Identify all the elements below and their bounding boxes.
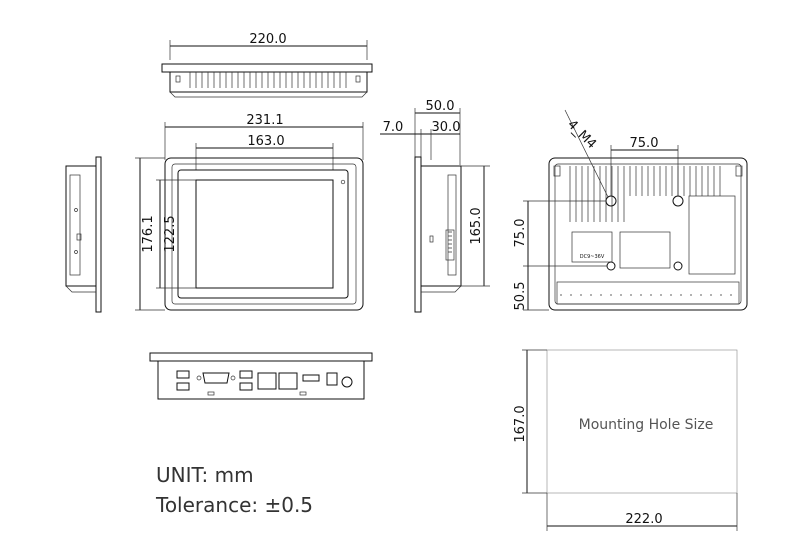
side-body-depth-label: 30.0 <box>432 120 461 135</box>
front-view: 231.1 163.0 176.1 122.5 <box>135 113 364 311</box>
top-view: 220.0 <box>161 32 373 98</box>
right-view-bezel <box>414 156 422 313</box>
front-outer-width-label: 231.1 <box>246 113 283 128</box>
mount-hole-4 <box>673 261 683 271</box>
front-screen-width-label: 163.0 <box>247 134 284 149</box>
bottom-io-view <box>149 352 373 400</box>
side-bezel-depth-label: 7.0 <box>383 120 404 135</box>
hdmi-port <box>302 374 320 382</box>
audio-port <box>326 372 338 386</box>
mount-hole-3 <box>606 261 616 271</box>
usb-port-2 <box>176 382 190 391</box>
mount-hole-1 <box>605 195 617 207</box>
cutout-rect <box>546 349 738 494</box>
mount-hole-2 <box>672 195 684 207</box>
front-screen-area <box>177 169 349 299</box>
rear-view: DC9~36V 75.0 4_M4 75.0 50.5 <box>513 109 748 311</box>
side-height-label: 165.0 <box>469 207 484 244</box>
cutout-width-label: 222.0 <box>625 512 662 527</box>
power-led-icon <box>340 179 346 185</box>
cutout-height-label: 167.0 <box>513 405 528 442</box>
rear-label-area <box>688 195 736 275</box>
right-view-body <box>420 165 462 287</box>
top-width-label: 220.0 <box>249 32 286 47</box>
lan-port-2 <box>278 372 298 390</box>
left-view-body <box>65 165 97 287</box>
rear-heatsink-fins <box>569 166 721 222</box>
dc-jack <box>341 376 353 388</box>
serial-port <box>202 372 230 384</box>
dc-input-label: DC9~36V <box>580 254 605 260</box>
front-outer-frame <box>164 157 364 311</box>
left-side-view <box>65 156 102 313</box>
cutout-title: Mounting Hole Size <box>579 417 714 433</box>
front-screen-height-label: 122.5 <box>163 215 178 252</box>
rear-hole-callout: 4_M4 <box>564 117 599 152</box>
lan-port-1 <box>257 372 277 390</box>
bottom-view-body <box>157 360 365 400</box>
dc-input-connector <box>571 231 613 263</box>
usb-port-1 <box>176 370 190 379</box>
front-outer-height-label: 176.1 <box>141 215 156 252</box>
usb-port-3 <box>239 370 253 379</box>
right-side-view: 50.0 7.0 30.0 165.0 <box>380 99 490 313</box>
top-view-fins <box>189 72 347 88</box>
usb-port-4 <box>239 382 253 391</box>
bottom-view-bezel <box>149 352 373 362</box>
rear-hole-spacing-v-label: 75.0 <box>513 219 528 248</box>
top-view-bezel <box>161 63 373 73</box>
mounting-cutout: Mounting Hole Size 167.0 222.0 <box>513 349 738 531</box>
rear-outer-frame <box>548 157 748 311</box>
rear-hole-leader <box>564 109 609 198</box>
rear-io-panel <box>556 281 740 305</box>
rear-hole-offset-label: 50.5 <box>513 282 528 311</box>
side-total-depth-label: 50.0 <box>426 99 455 114</box>
unit-note: UNIT: mm <box>156 463 254 487</box>
front-display <box>195 179 334 289</box>
tolerance-note: Tolerance: ±0.5 <box>155 493 313 517</box>
left-view-bezel <box>95 156 102 313</box>
top-view-body <box>169 71 368 93</box>
rear-hole-spacing-h-label: 75.0 <box>630 136 659 151</box>
